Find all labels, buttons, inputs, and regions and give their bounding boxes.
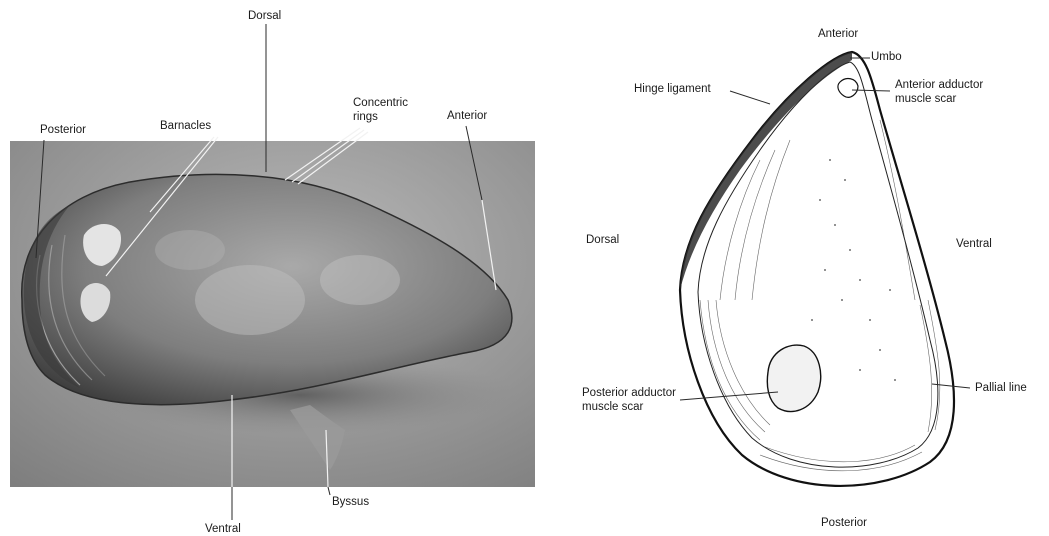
label-ventral-left: Ventral: [205, 523, 241, 535]
label-posterior-adductor-line2: muscle scar: [582, 401, 644, 413]
label-pallial-line: Pallial line: [975, 382, 1027, 394]
label-dorsal-left: Dorsal: [248, 10, 281, 22]
label-posterior-right: Posterior: [821, 517, 867, 529]
label-ventral-right: Ventral: [956, 238, 992, 250]
label-byssus: Byssus: [332, 496, 369, 508]
label-concentric-rings-line2: rings: [353, 111, 378, 123]
label-anterior-left: Anterior: [447, 110, 487, 122]
label-concentric-rings-line1: Concentric: [353, 97, 408, 109]
label-posterior-adductor-line1: Posterior adductor: [582, 387, 676, 399]
label-anterior-right: Anterior: [818, 28, 858, 40]
label-hinge-ligament: Hinge ligament: [634, 83, 712, 95]
label-posterior-left: Posterior: [40, 124, 86, 136]
label-anterior-adductor-line1: Anterior adductor: [895, 79, 983, 91]
posterior-adductor-scar: [767, 345, 820, 411]
label-anterior-adductor-line2: muscle scar: [895, 93, 957, 105]
label-dorsal-right: Dorsal: [586, 234, 619, 246]
label-umbo: Umbo: [871, 51, 902, 63]
shell-outline: [680, 52, 954, 486]
label-barnacles: Barnacles: [160, 120, 211, 132]
shell-interior-drawing: [680, 52, 954, 486]
mussel-photo: [10, 141, 535, 487]
